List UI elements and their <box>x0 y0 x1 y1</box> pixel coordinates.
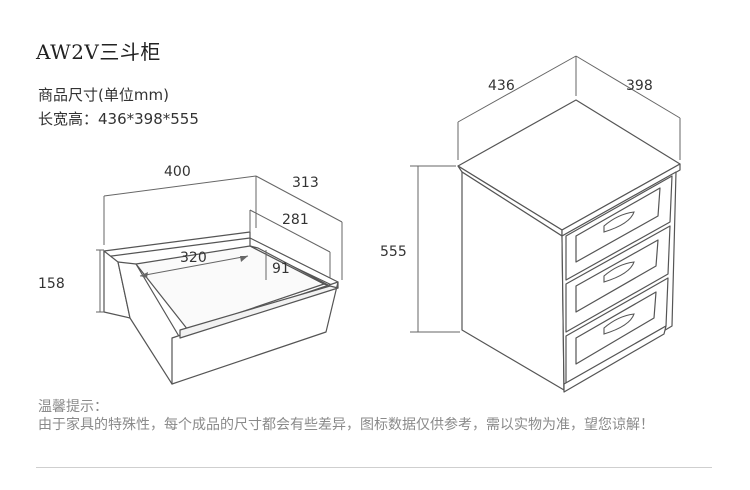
drawer-dim-outer-depth: 313 <box>292 175 319 191</box>
note-body: 由于家具的特殊性，每个成品的尺寸都会有些差异，图标数据仅供参考，需以实物为准，望… <box>38 417 654 433</box>
cabinet-dim-height: 555 <box>380 244 407 260</box>
cabinet-dim-depth: 398 <box>626 78 653 94</box>
cabinet-plinth <box>563 325 667 393</box>
product-title: AW2V三斗柜 <box>36 40 161 64</box>
cabinet-top-edge-right <box>561 163 681 237</box>
spec-label: 商品尺寸(单位mm) <box>38 86 169 104</box>
drawer-illustration <box>103 231 339 385</box>
drawer-front-inner-edge <box>179 285 339 339</box>
footer-divider <box>36 467 712 468</box>
drawer-dim-outer-length: 400 <box>164 164 191 180</box>
cabinet-handle-1 <box>603 211 635 233</box>
drawer-dim-inner-depth: 281 <box>282 212 309 228</box>
spec-value: 长宽高：436*398*555 <box>38 110 199 128</box>
cabinet-handle-2 <box>603 261 635 283</box>
note-title: 温馨提示： <box>38 399 108 415</box>
drawer-dim-inner-length: 320 <box>180 250 207 266</box>
cabinet-dim-width: 436 <box>488 78 515 94</box>
drawer-dim-inner-height: 91 <box>272 261 290 277</box>
drawer-dim-outer-height: 158 <box>38 276 65 292</box>
cabinet-handle-3 <box>603 313 635 335</box>
cabinet-illustration <box>457 99 681 393</box>
